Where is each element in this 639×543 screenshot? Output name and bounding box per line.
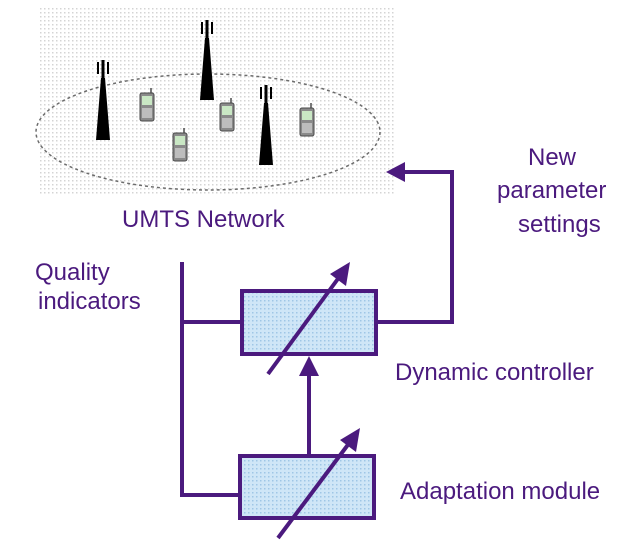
mobile-phone-icon: [172, 127, 188, 162]
dynamic-controller-adjust-arrowhead: [330, 262, 350, 286]
adaptation-to-controller-arrowhead: [299, 356, 319, 376]
dynamic-controller-box: [240, 289, 378, 356]
mobile-phone-icon: [139, 87, 155, 122]
new-parameter-label-line3: settings: [518, 211, 601, 238]
mobile-phone-icon: [219, 97, 235, 132]
network-background: [38, 6, 394, 194]
quality-indicators-label-line2: indicators: [38, 288, 141, 315]
new-parameter-arrowhead: [386, 162, 405, 182]
network-label: UMTS Network: [122, 206, 285, 233]
new-parameter-label-line2: parameter: [497, 177, 607, 204]
adaptation-module-label: Adaptation module: [400, 478, 601, 505]
adaptation-module-box: [238, 454, 376, 520]
quality-indicators-label-line1: Quality: [35, 259, 110, 286]
new-parameter-label-line1: New: [528, 144, 577, 171]
mobile-phone-icon: [299, 102, 315, 137]
adaptation-module-adjust-arrow: [276, 440, 352, 540]
dynamic-controller-adjust-arrow: [266, 274, 342, 376]
quality-indicator-line: [180, 262, 242, 497]
new-parameter-line: [376, 170, 454, 324]
adaptation-module-adjust-arrowhead: [340, 428, 360, 452]
network-ellipse: [35, 73, 381, 191]
dynamic-controller-label: Dynamic controller: [395, 359, 594, 386]
